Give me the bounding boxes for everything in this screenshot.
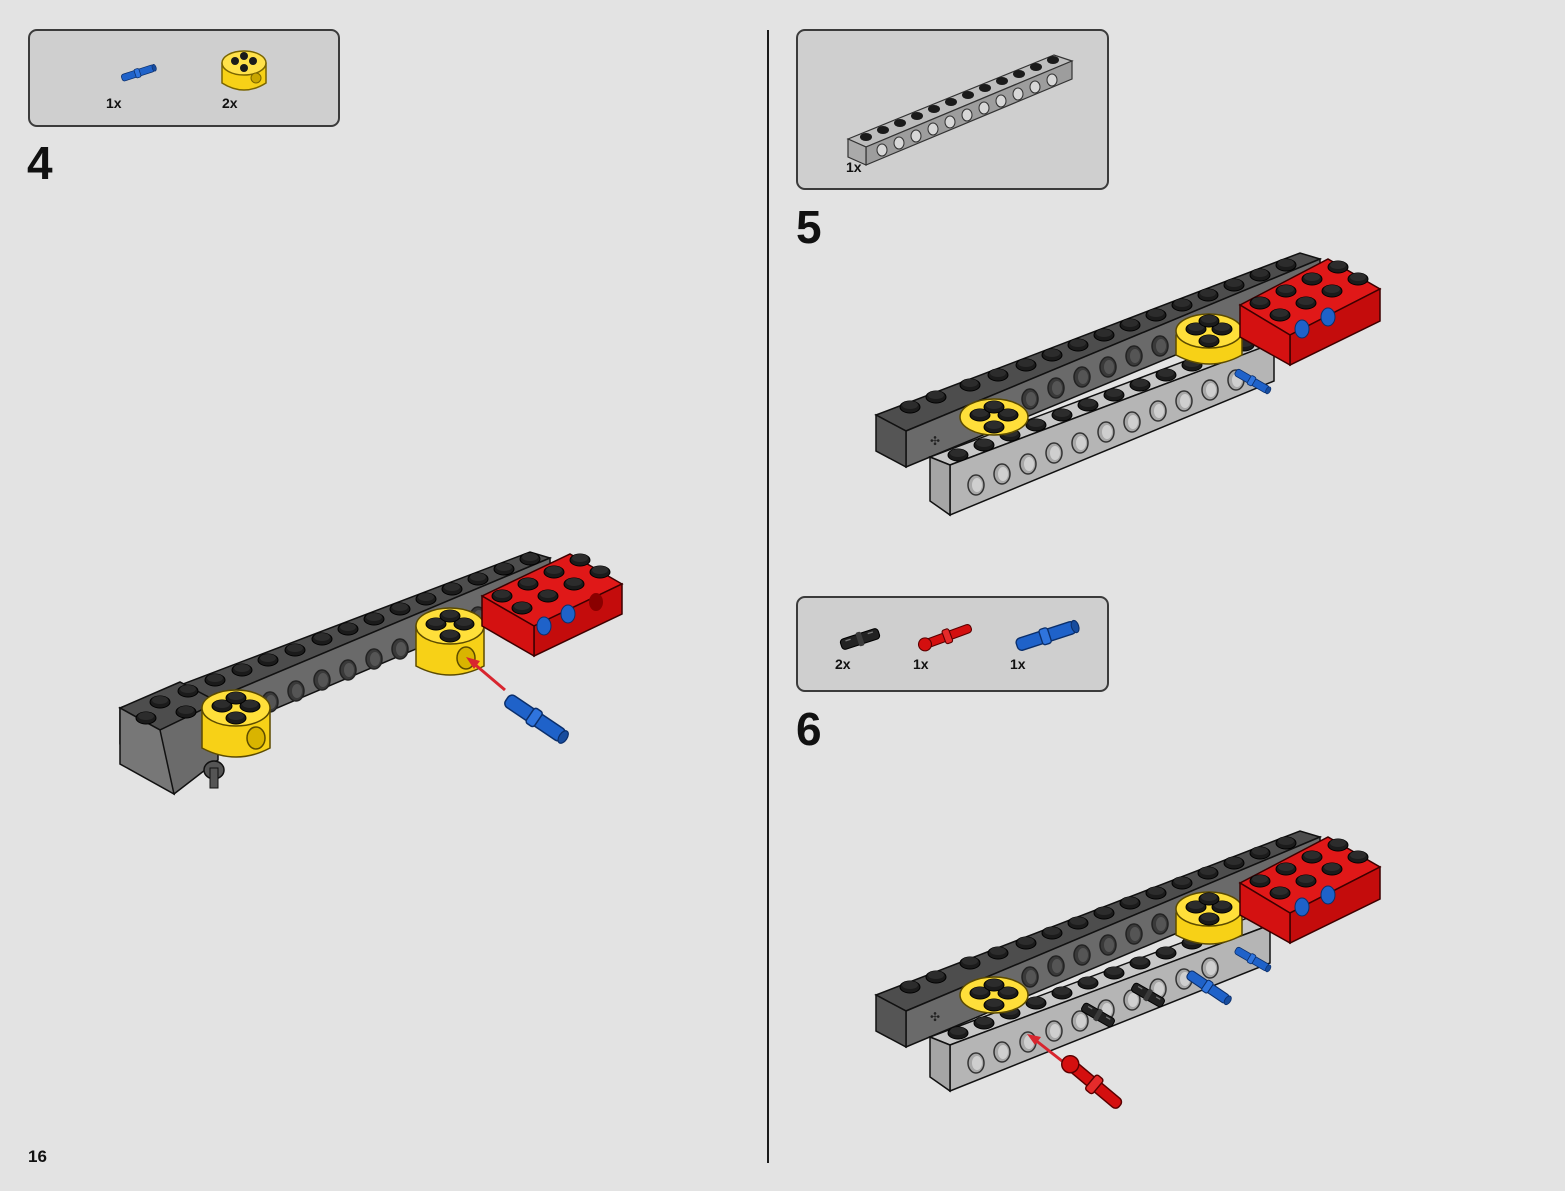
- part-qty: 1x: [846, 159, 862, 175]
- page-divider: [767, 30, 769, 1163]
- step-6-assembly-illustration: ✣: [874, 830, 1382, 1114]
- step-4-assembly-illustration: [118, 551, 624, 796]
- svg-text:✣: ✣: [930, 434, 940, 448]
- part-qty: 2x: [835, 656, 851, 672]
- part-qty: 1x: [1010, 656, 1026, 672]
- blue-axle-pin-icon: [1013, 617, 1082, 654]
- black-pin-icon: [838, 625, 882, 653]
- parts-callout-step-4: 1x 2x: [28, 29, 340, 127]
- parts-callout-step-6: 2x 1x 1x: [796, 596, 1109, 692]
- blue-axle-pin-icon: [120, 62, 158, 83]
- step-number: 5: [796, 201, 822, 253]
- step-5-assembly-illustration: ✣: [874, 252, 1382, 517]
- step-number: 6: [796, 703, 822, 755]
- gray-technic-beam-icon: [846, 54, 1074, 166]
- part-qty: 2x: [222, 95, 238, 111]
- yellow-round-brick-icon: [221, 50, 267, 91]
- part-qty: 1x: [106, 95, 122, 111]
- part-qty: 1x: [913, 656, 929, 672]
- red-axle-pin-icon: [915, 620, 975, 654]
- parts-callout-step-5: 1x: [796, 29, 1109, 190]
- page-number: 16: [28, 1147, 47, 1166]
- step-number: 4: [27, 137, 53, 189]
- svg-text:✣: ✣: [930, 1010, 940, 1024]
